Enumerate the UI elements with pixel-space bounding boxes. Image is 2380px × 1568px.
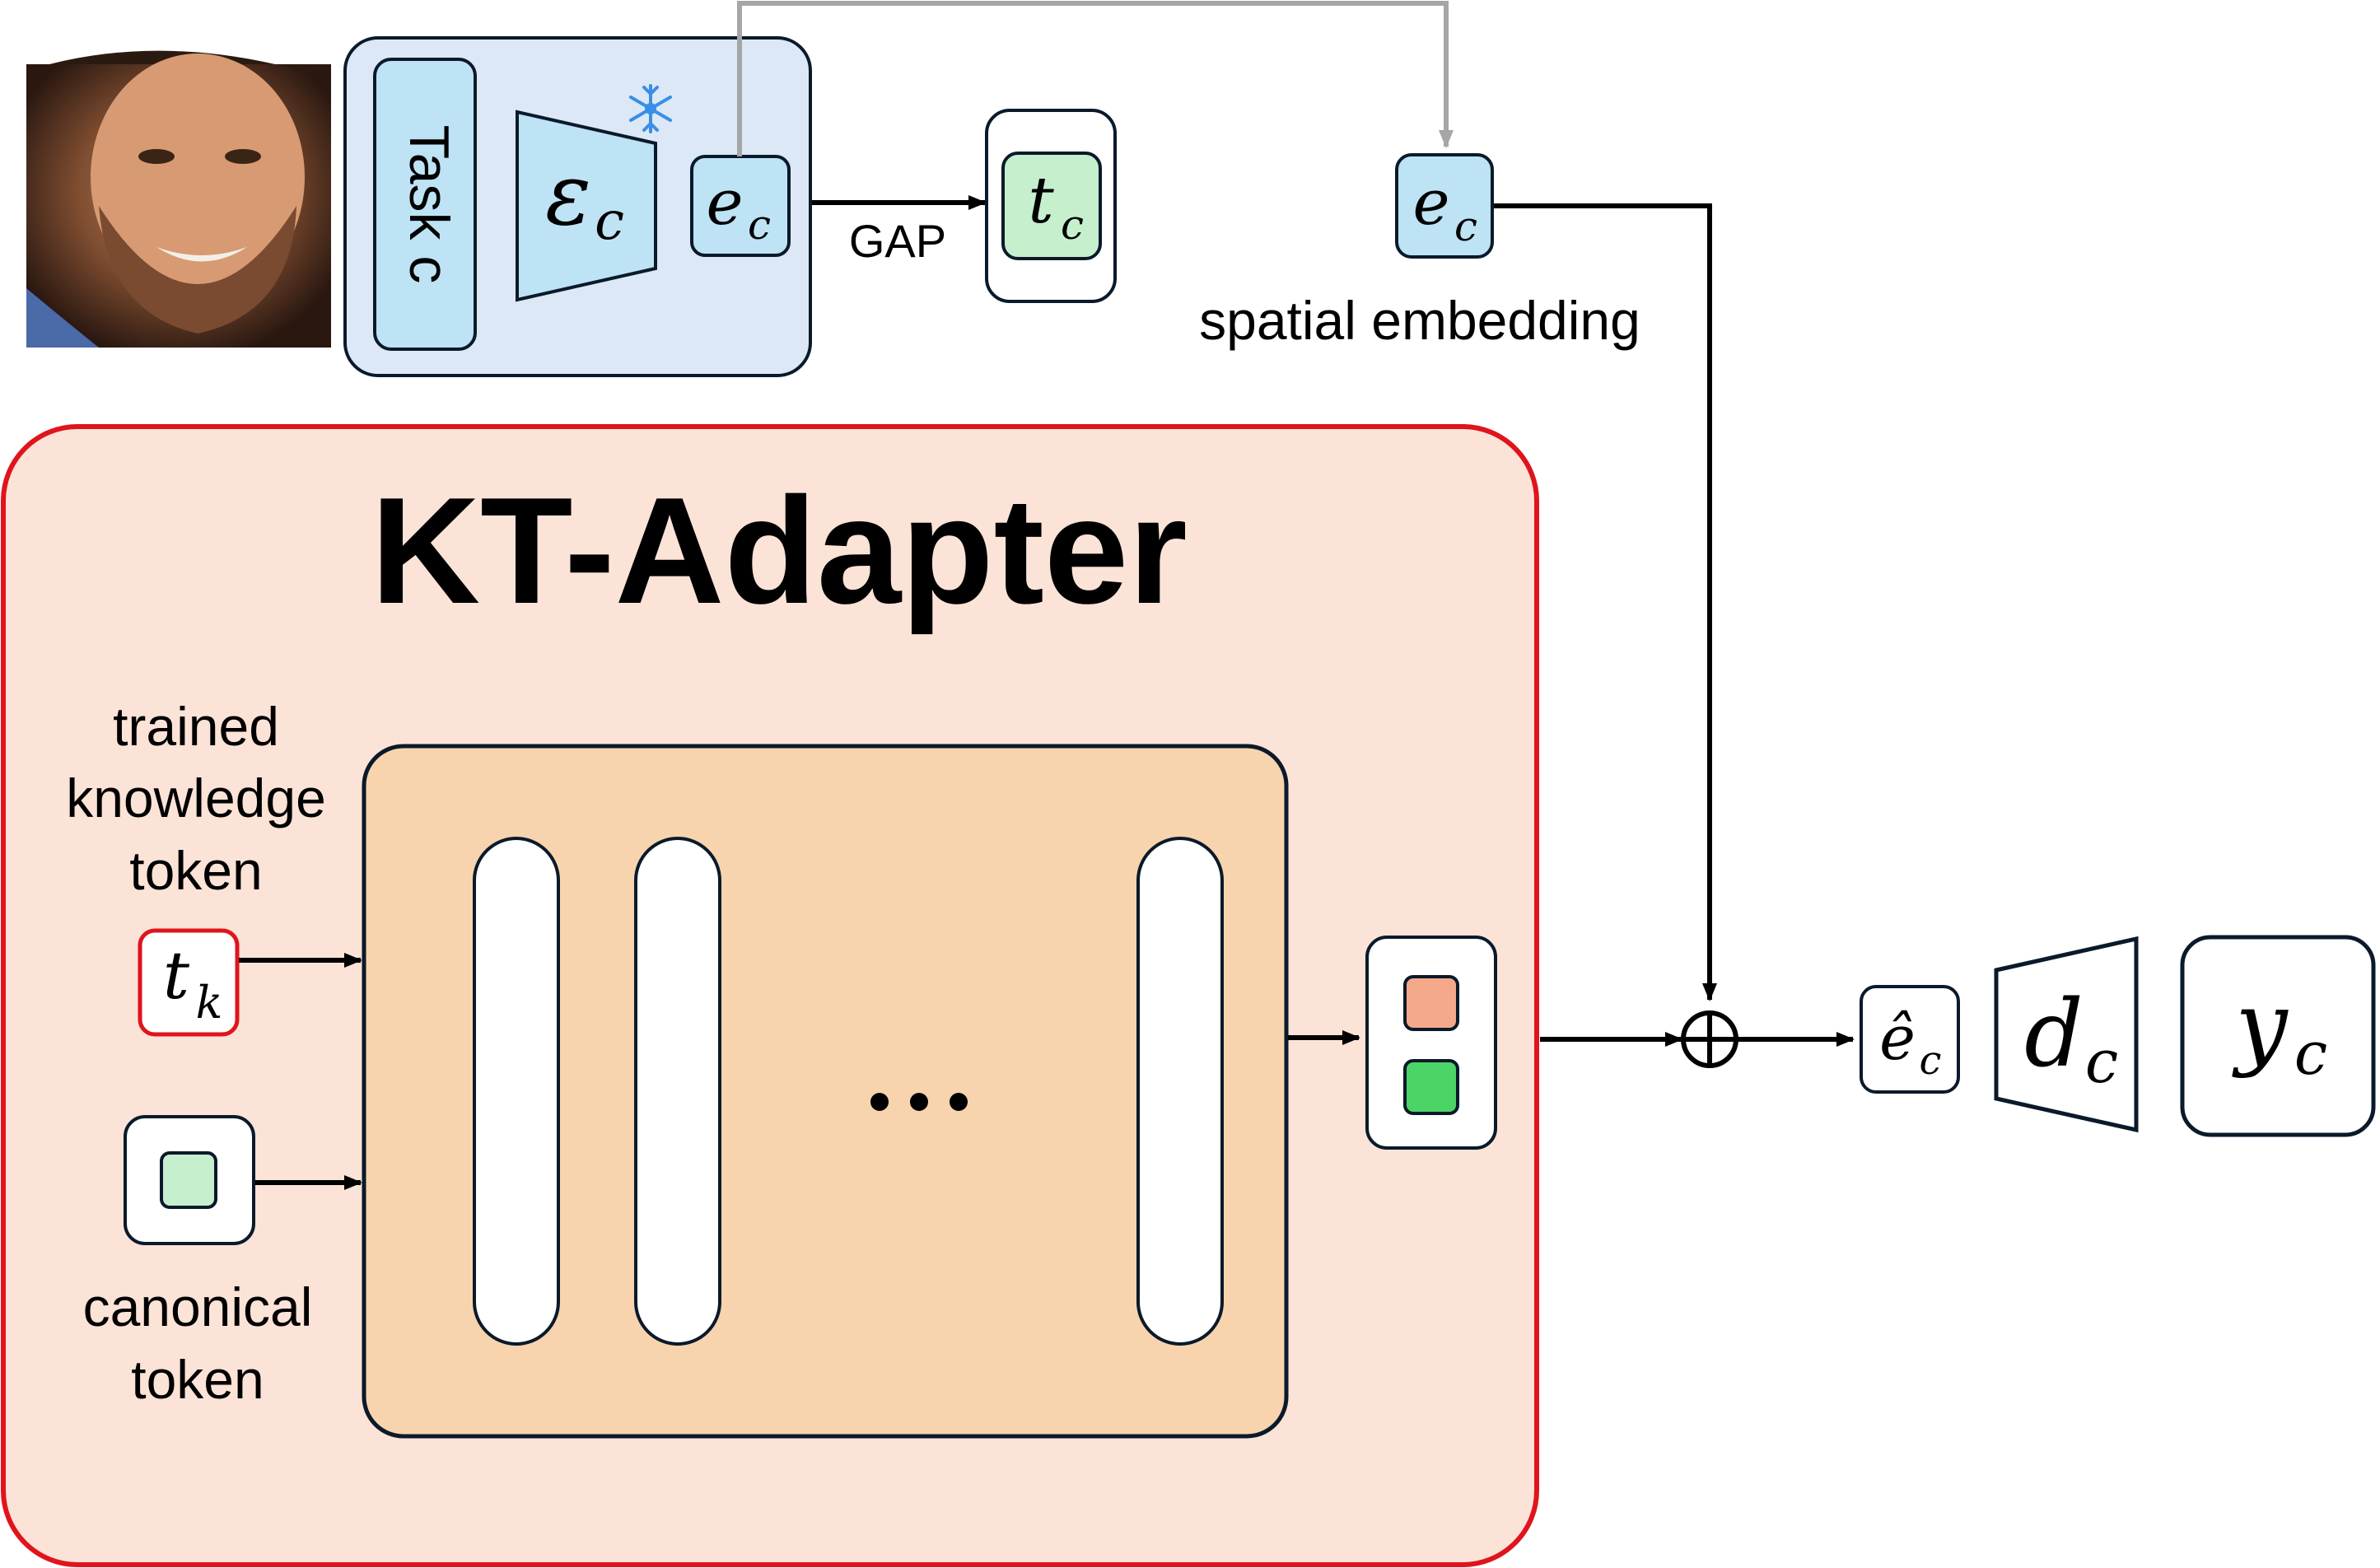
trained-token-caption-line2: knowledge [66, 768, 326, 828]
skip-connection-arrow [737, 1, 1454, 156]
encoder-symbol: ε [545, 144, 591, 245]
refined-embedding: ê c [1860, 985, 1960, 1094]
encoder-embedding-subscript: c [748, 201, 771, 249]
transformer-layer-1 [473, 837, 560, 1346]
spatial-to-fuse-arrow [1494, 203, 1717, 1001]
fuse-operator [1681, 1010, 1738, 1068]
canonical-token [160, 1151, 217, 1209]
trained-token-symbol: t [163, 937, 190, 1014]
prediction: y c [2180, 935, 2376, 1137]
encoder-subscript: c [595, 191, 624, 252]
gap-label: GAP [849, 215, 946, 267]
decoder: d c [1994, 936, 2139, 1133]
trained-token-subscript: k [196, 977, 223, 1029]
layer-ellipsis [870, 1093, 968, 1111]
task-input-box [373, 58, 477, 351]
task-token-symbol: t [1028, 164, 1054, 238]
prediction-subscript: c [2294, 1019, 2327, 1088]
encoder-trapezoid [516, 110, 657, 302]
trained-token-caption-line3: token [129, 840, 262, 901]
prediction-symbol: y [2231, 973, 2289, 1080]
refined-embedding-symbol: ê [1879, 1003, 1916, 1074]
refined-embedding-subscript: c [1920, 1038, 1942, 1084]
encoder-embedding-symbol: e [707, 166, 744, 239]
task-token [1001, 152, 1102, 260]
trained-knowledge-token [138, 928, 240, 1037]
output-tokens-box [1365, 936, 1497, 1150]
adapter-title: KT-Adapter [371, 465, 1188, 635]
spatial-embedding-caption: spatial embedding [1199, 290, 1640, 351]
task-token-subscript: c [1061, 201, 1084, 249]
transformer-layer-2 [634, 837, 721, 1346]
output-canonical-token [1403, 1059, 1459, 1115]
transformer-block [362, 744, 1289, 1439]
canonical-token-caption-line2: token [131, 1349, 264, 1410]
transformer-layer-n [1136, 837, 1224, 1346]
decoder-symbol: d [2024, 981, 2084, 1088]
spatial-embedding: e c spatial embedding [1199, 153, 1640, 351]
output-knowledge-token [1403, 975, 1459, 1031]
spatial-embedding-subscript: c [1454, 203, 1477, 250]
trained-token-caption-line1: trained [113, 696, 279, 757]
canonical-token-caption-line1: canonical [83, 1276, 313, 1337]
frozen-encoder-block: Task c ε c e c [343, 36, 812, 377]
face-photo [26, 50, 331, 348]
spatial-embedding-symbol: e [1413, 166, 1450, 239]
task-label: Task c [398, 125, 460, 284]
task-token-box: t c [985, 109, 1117, 303]
kt-adapter-block: KT-Adapter trained knowledge token t k c… [1, 424, 1539, 1567]
snowflake-icon [629, 84, 672, 133]
decoder-subscript: c [2085, 1027, 2118, 1096]
